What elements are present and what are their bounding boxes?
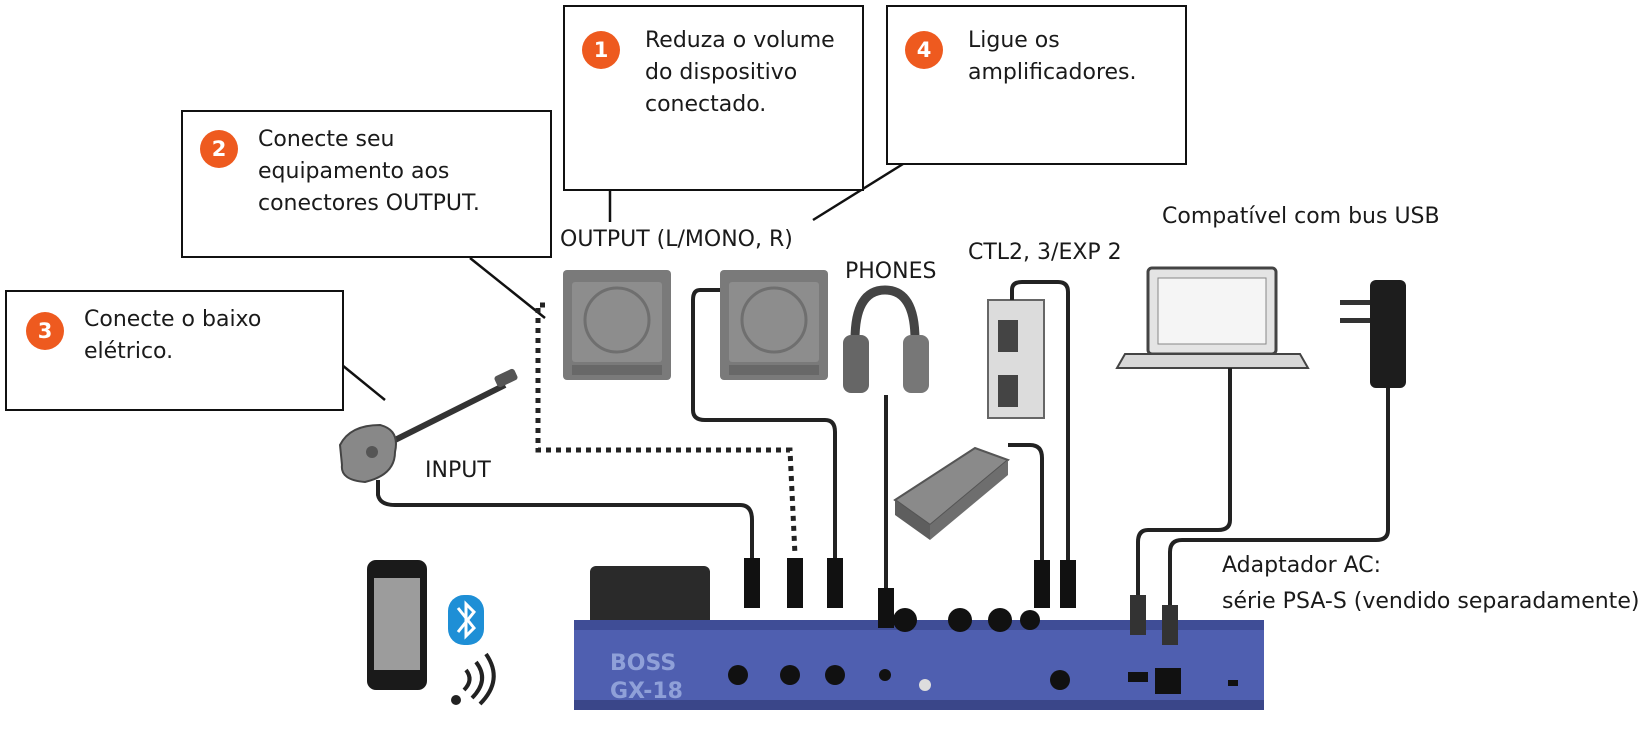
amplifier-left-icon xyxy=(563,270,671,380)
power-cable xyxy=(1168,388,1390,605)
usb-cable xyxy=(1136,368,1232,595)
callout4-leader xyxy=(812,162,904,222)
expression-pedal-icon xyxy=(893,446,1010,540)
ac-adapter-icon xyxy=(1340,280,1406,388)
callout3-leader xyxy=(341,364,386,401)
wireless-icon xyxy=(451,652,496,706)
step-4-text: Ligue os amplificadores. xyxy=(968,28,1137,85)
input-cable xyxy=(376,480,754,565)
output-r-cable xyxy=(691,288,837,565)
step-1-badge: 1 xyxy=(582,31,620,69)
gx18-device xyxy=(574,566,1264,710)
step-2-badge: 2 xyxy=(200,130,238,168)
exp-cable xyxy=(1008,443,1044,570)
callout-step-4: 4 Ligue os amplificadores. xyxy=(886,5,1187,165)
output-label: OUTPUT (L/MONO, R) xyxy=(560,227,793,252)
callout-step-3: 3 Conecte o baixo elétrico. xyxy=(5,290,344,411)
input-label: INPUT xyxy=(425,458,491,483)
smartphone-icon xyxy=(367,560,427,690)
dotted-output-cable xyxy=(535,302,798,556)
jack-plugs xyxy=(744,558,1178,645)
ctl-exp-label: CTL2, 3/EXP 2 xyxy=(968,240,1122,265)
device-brand: BOSS xyxy=(610,651,676,676)
device-model: GX-18 xyxy=(610,679,683,704)
footswitch-icon xyxy=(987,299,1045,419)
ac-adapter-model-label: série PSA-S (vendido separadamente) xyxy=(1222,589,1640,614)
usb-label: Compatível com bus USB xyxy=(1162,204,1440,229)
step-4-badge: 4 xyxy=(905,31,943,69)
step-3-badge: 3 xyxy=(26,312,64,350)
ac-adapter-label: Adaptador AC: xyxy=(1222,553,1382,578)
bluetooth-icon xyxy=(448,595,484,645)
step-3-text: Conecte o baixo elétrico. xyxy=(84,307,262,364)
phones-label: PHONES xyxy=(845,259,937,284)
callout2-leader xyxy=(469,257,546,319)
laptop-icon xyxy=(1115,266,1310,369)
amplifier-right-icon xyxy=(720,270,828,380)
headphones-icon xyxy=(843,285,929,393)
callout-step-2: 2 Conecte seu equipamento aos conectores… xyxy=(181,110,552,258)
step-2-text: Conecte seu equipamento aos conectores O… xyxy=(258,127,480,216)
step-1-text: Reduza o volume do dispositivo conectado… xyxy=(645,28,835,117)
ctl-cable xyxy=(1010,280,1070,570)
bass-guitar-icon xyxy=(338,368,518,484)
callout-step-1: 1 Reduza o volume do dispositivo conecta… xyxy=(563,5,864,191)
